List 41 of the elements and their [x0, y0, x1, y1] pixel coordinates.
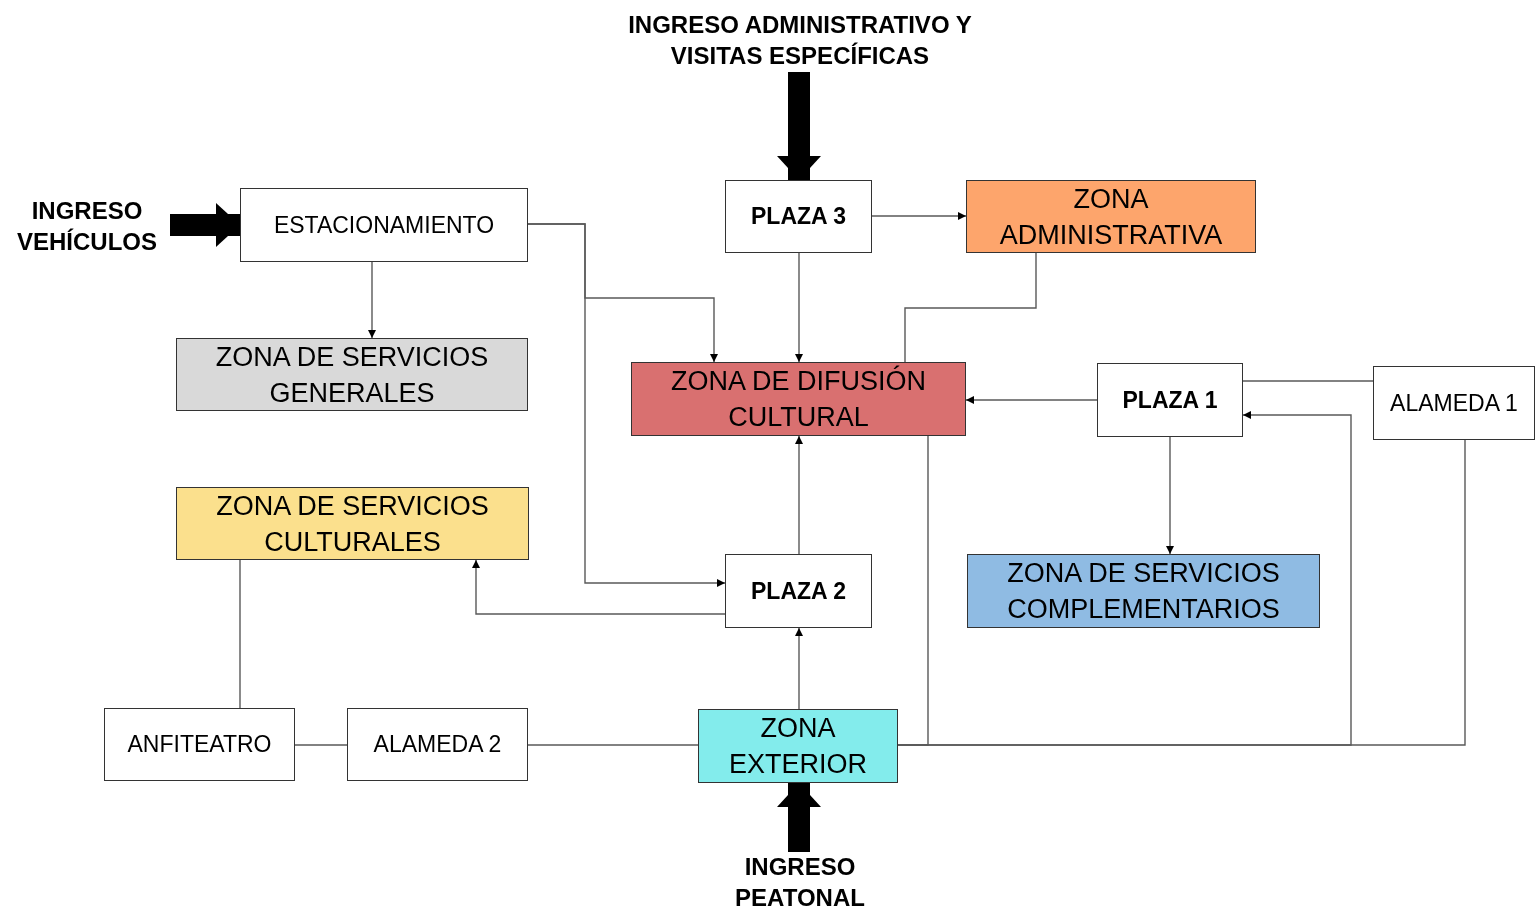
entrance-label: INGRESO VEHÍCULOS [16, 196, 158, 257]
box-label: ZONA DE DIFUSIÓN CULTURAL [670, 364, 927, 434]
box-label: ZONA DE SERVICIOS CULTURALES [215, 489, 490, 559]
area-box [240, 188, 528, 262]
box-label: ZONA ADMINISTRATIVA [998, 182, 1224, 252]
zone-box [967, 554, 1320, 628]
connector-arrow [527, 223, 726, 587]
zone-box [631, 362, 966, 436]
entrance-arrow [777, 72, 821, 180]
area-box [104, 708, 295, 781]
box-label: ALAMEDA 1 [1390, 388, 1518, 418]
entrance-label: INGRESO ADMINISTRATIVO Y VISITAS ESPECÍFICAS [627, 10, 973, 71]
box-label: ZONA EXTERIOR [728, 712, 868, 781]
connector-arrow [795, 252, 803, 363]
box-label: ZONA DE SERVICIOS GENERALES [214, 340, 490, 410]
zone-box [176, 338, 528, 411]
box-label: ALAMEDA 2 [373, 730, 502, 760]
entrance-arrow [170, 203, 240, 247]
entrance-label: INGRESO PEATONAL [734, 852, 866, 911]
box-label: ZONA DE SERVICIOS COMPLEMENTARIOS [1006, 557, 1281, 626]
zone-box [698, 709, 898, 783]
entrance-arrow [777, 783, 821, 852]
zone-box [176, 487, 529, 560]
zone-box [966, 180, 1256, 253]
plaza-box [725, 180, 872, 253]
area-box [347, 708, 528, 781]
plaza-box [1097, 363, 1243, 437]
connector-arrow [368, 261, 376, 339]
connector-arrow [795, 435, 803, 555]
box-label: PLAZA 1 [1122, 385, 1218, 415]
connector-arrow [965, 396, 1098, 404]
connector-arrow [795, 627, 803, 710]
connector-arrow [472, 559, 726, 615]
box-label: ANFITEATRO [127, 730, 272, 760]
plaza-box [725, 554, 872, 628]
box-label: PLAZA 2 [751, 576, 846, 606]
connector-arrow [1166, 436, 1174, 555]
area-box [1373, 366, 1535, 440]
box-label: PLAZA 3 [751, 202, 846, 232]
connector-arrow [871, 212, 967, 220]
box-label: ESTACIONAMIENTO [273, 210, 495, 240]
